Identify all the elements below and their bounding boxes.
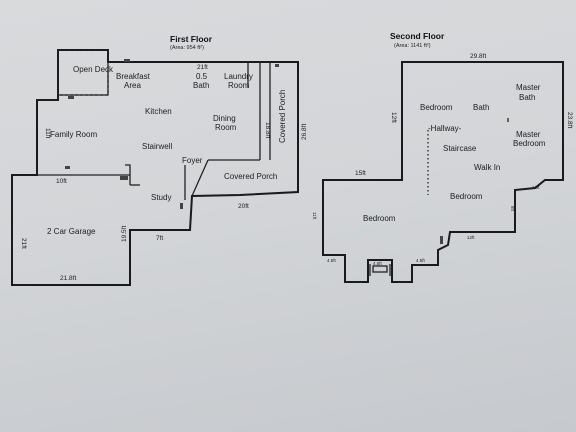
second-floor-outer-wall bbox=[322, 61, 564, 283]
dim-18-8ft: 18.8ft bbox=[264, 122, 271, 138]
study-label: Study bbox=[151, 193, 171, 202]
garage-top-wall bbox=[37, 174, 131, 185]
dim-11ft: 11ft bbox=[44, 128, 51, 139]
dim-19-5ft: 19.5ft bbox=[121, 226, 128, 242]
walk-in-label: Walk In bbox=[474, 163, 500, 172]
second-floor-title: Second Floor bbox=[390, 31, 445, 41]
dim-20ft: 20ft bbox=[238, 203, 249, 210]
dim-21-8ft: 21.8ft bbox=[60, 275, 76, 282]
dim-10ft: 10ft bbox=[56, 178, 67, 185]
garage-door-jamb bbox=[125, 164, 131, 175]
bay-window bbox=[372, 265, 388, 273]
door-mark bbox=[120, 176, 128, 180]
dim-8ft: 8ft bbox=[510, 206, 515, 212]
half-bath-size-label: 0.5 bbox=[196, 72, 208, 81]
dim-12ft-lower: 12ft bbox=[467, 235, 475, 240]
dim-23-8ft: 23.8ft bbox=[566, 112, 573, 128]
bay-posts bbox=[369, 264, 391, 276]
dim-21ft: 21ft bbox=[197, 64, 208, 71]
stairwell-label: Stairwell bbox=[142, 142, 172, 151]
first-floor-title: First Floor bbox=[170, 34, 213, 44]
dining-label: Dining bbox=[213, 114, 236, 123]
covered-porch-label: Covered Porch bbox=[224, 172, 277, 181]
dim-21ft-side: 21ft bbox=[20, 238, 27, 249]
dim-4-5ft-c: 4.5ft bbox=[416, 258, 426, 263]
second-floor-plan: Second Floor (Area: 1141 ft²) Bedroom Ba… bbox=[312, 31, 573, 283]
dim-12ft: 12ft bbox=[532, 185, 540, 190]
master-bath-label-2: Bath bbox=[519, 93, 535, 102]
master-bath-label-1: Master bbox=[516, 83, 541, 92]
dim-26-8ft: 26.8ft bbox=[301, 124, 308, 140]
foyer-angled-wall bbox=[191, 159, 209, 197]
window-mark bbox=[180, 203, 183, 209]
bedroom-left-label: Bedroom bbox=[363, 214, 396, 223]
family-room-label: Family Room bbox=[50, 130, 97, 139]
dim-29-8ft: 29.8ft bbox=[470, 53, 486, 60]
staircase-label: Staircase bbox=[443, 144, 477, 153]
first-floor-plan: First Floor (Area: 954 ft²) Open Deck Br… bbox=[11, 34, 308, 286]
second-floor-area: (Area: 1141 ft²) bbox=[394, 43, 431, 49]
window-mark bbox=[68, 96, 74, 99]
master-bedroom-label-1: Master bbox=[516, 130, 541, 139]
dim-7ft: 7ft bbox=[156, 235, 163, 242]
breakfast-area-label: Area bbox=[124, 81, 141, 90]
bedroom-right-label: Bedroom bbox=[450, 192, 483, 201]
dim-15ft: 15ft bbox=[355, 170, 366, 177]
dim-11ft: 11ft bbox=[312, 212, 317, 220]
first-floor-area: (Area: 954 ft²) bbox=[170, 45, 204, 51]
master-bedroom-label-2: Bedroom bbox=[513, 139, 546, 148]
bath-label: Bath bbox=[473, 103, 489, 112]
first-floor-outer-wall bbox=[11, 49, 299, 286]
covered-porch-vertical-label: Covered Porch bbox=[278, 90, 287, 143]
window-mark bbox=[124, 59, 130, 62]
laundry-room-label: Room bbox=[228, 81, 250, 90]
deck-rail bbox=[58, 62, 109, 96]
foyer-label: Foyer bbox=[182, 156, 203, 165]
window-mark bbox=[65, 166, 70, 169]
bedroom-top-label: Bedroom bbox=[420, 103, 453, 112]
half-bath-label: Bath bbox=[193, 81, 209, 90]
laundry-label: Laundry bbox=[224, 72, 253, 81]
kitchen-label: Kitchen bbox=[145, 107, 172, 116]
window-mark bbox=[275, 64, 279, 67]
dim-12ft-left: 12ft bbox=[390, 112, 397, 123]
breakfast-label: Breakfast bbox=[116, 72, 151, 81]
dim-4-5ft-b: 4.5ft bbox=[373, 261, 383, 266]
open-deck-label: Open Deck bbox=[73, 65, 114, 74]
hallway-label: -Hallway- bbox=[428, 124, 462, 133]
stair-mark bbox=[440, 236, 443, 244]
garage-label: 2 Car Garage bbox=[47, 227, 96, 236]
dim-4-5ft-a: 4.5ft bbox=[327, 258, 337, 263]
dining-room-label: Room bbox=[215, 123, 237, 132]
